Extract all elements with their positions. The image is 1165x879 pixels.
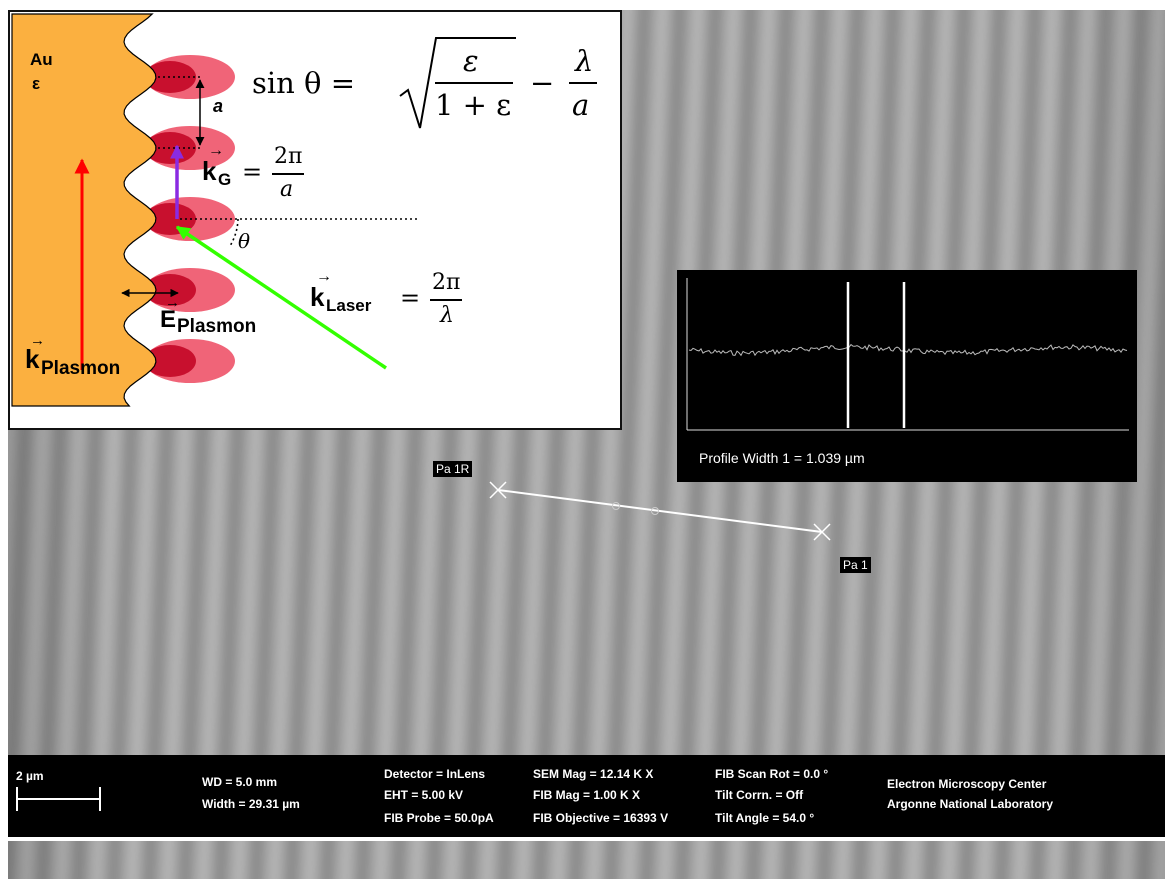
scale-bar-label: 2 µm [16, 769, 44, 783]
fib-mag: FIB Mag = 1.00 K X [533, 788, 641, 802]
profile-width-caption: Profile Width 1 = 1.039 µm [699, 450, 865, 466]
e-plasmon-label: → E Plasmon [160, 294, 257, 337]
image-width: Width = 29.31 µm [202, 797, 300, 811]
sqrt-numerator: ε [463, 44, 479, 78]
lambda-numerator: λ [575, 44, 594, 78]
klaser-subscript: Laser [326, 296, 372, 315]
tilt-angle: Tilt Angle = 54.0 ° [715, 811, 815, 825]
angle-label: θ [238, 229, 251, 253]
angle-arc [229, 218, 239, 247]
profile-width-handle[interactable] [612, 502, 620, 510]
formula-minus: − [530, 66, 555, 100]
sqrt-denominator: 1 + ε [435, 88, 512, 122]
kg-letter: k [202, 156, 217, 186]
profile-line[interactable] [497, 489, 823, 533]
scale-bar [16, 787, 101, 811]
working-distance: WD = 5.0 mm [202, 775, 278, 789]
material-label: Au [30, 50, 53, 69]
marker-label-end: Pa 1 [840, 557, 871, 573]
sem-data-bar: 2 µm WD = 5.0 mm Width = 29.31 µm Detect… [8, 755, 1165, 837]
eht: EHT = 5.00 kV [384, 788, 464, 802]
plasmon-diagram-inset: Au ε a θ sin θ = ε 1 + ε − λ a → k G = 2… [8, 10, 622, 430]
profile-plot [686, 278, 1129, 431]
end-cross-marker[interactable] [813, 523, 831, 541]
detector: Detector = InLens [384, 767, 486, 781]
kg-subscript: G [218, 170, 232, 189]
grating-vector-label: → k G = 2π a [202, 142, 304, 202]
fib-scan-rot: FIB Scan Rot = 0.0 ° [715, 767, 829, 781]
profile-trace [688, 343, 1128, 357]
marker-label-start: Pa 1R [433, 461, 473, 477]
k-plasmon-label: → k Plasmon [25, 332, 121, 379]
gold-surface [11, 13, 157, 407]
tilt-correction: Tilt Corrn. = Off [715, 788, 804, 802]
laser-wavevector-arrow [175, 225, 387, 370]
start-cross-marker[interactable] [489, 481, 507, 499]
org-line-2: Argonne National Laboratory [887, 797, 1054, 811]
formula-lhs: sin θ = [252, 66, 356, 100]
fib-probe: FIB Probe = 50.0pA [384, 811, 494, 825]
period-label: a [213, 96, 224, 116]
org-line-1: Electron Microscopy Center [887, 777, 1047, 791]
epsilon-label: ε [32, 74, 41, 93]
period-denominator: a [572, 88, 590, 122]
sem-mag: SEM Mag = 12.14 K X [533, 767, 654, 781]
profile-panel: Profile Width 1 = 1.039 µm [677, 270, 1137, 482]
profile-width-handle[interactable] [651, 507, 659, 515]
sqrt-sign [399, 37, 516, 129]
klaser-letter: k [310, 282, 325, 312]
laser-vector-label: → k Laser = 2π λ [310, 268, 462, 328]
diffraction-formula: sin θ = ε 1 + ε − λ a [248, 32, 618, 142]
fib-objective: FIB Objective = 16393 V [533, 811, 669, 825]
